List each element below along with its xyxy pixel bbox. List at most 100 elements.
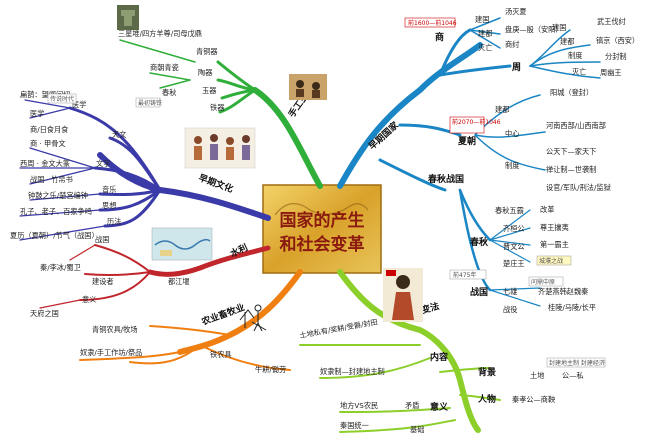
shang-name: 商 bbox=[435, 31, 444, 43]
warring-note-box bbox=[528, 276, 564, 287]
center-node[interactable]: 国家的产生 和社会变革 bbox=[262, 184, 382, 274]
culture-writing: 文字 bbox=[96, 159, 110, 168]
culture-scene-image bbox=[184, 127, 256, 169]
zhou-system-label: 制度 bbox=[568, 51, 582, 60]
spring-detail-4: 城濮之战 bbox=[539, 257, 563, 265]
center-title-line2: 和社会变革 bbox=[280, 234, 365, 255]
agriculture-item-1: 青铜农具/牧场 bbox=[92, 325, 138, 334]
culture-writing-detail-3: 战国 · 竹帛书 bbox=[30, 175, 73, 184]
spring-detail-4-box bbox=[536, 255, 572, 266]
handicraft-bronze: 青铜器 bbox=[196, 47, 218, 56]
shang-dates-box bbox=[404, 17, 456, 28]
shang-fall: 商纣 bbox=[505, 40, 519, 49]
warring-item-battles: 战役 bbox=[503, 305, 517, 314]
shang-fall-label: 灭亡 bbox=[478, 43, 492, 52]
shang-yang-content-2: 奴隶制—封建地主制 bbox=[320, 367, 385, 376]
shang-yang-content-1: 土地私有/奖耕/受爵/封田 bbox=[299, 317, 379, 340]
center-title-line1: 国家的产生 bbox=[280, 210, 365, 231]
branch-culture[interactable] bbox=[19, 99, 271, 241]
xia-system-3: 设官/军队/刑法/监狱 bbox=[546, 183, 611, 192]
warring-label: 战国 bbox=[470, 286, 488, 298]
culture-music-detail: 钟鼓之乐/楚宫编钟 bbox=[28, 191, 88, 200]
plowing-image bbox=[239, 304, 267, 332]
shang-yang-meaning-4: 基础 bbox=[410, 425, 424, 434]
spring-item-1: 春秋五霸 bbox=[495, 206, 524, 215]
spring-detail-1: 改革 bbox=[540, 205, 554, 214]
agriculture-item-3: 铁农具 bbox=[210, 350, 232, 359]
spring-item-4: 楚庄王 bbox=[503, 259, 525, 268]
handicraft-pottery-detail: 商朝青瓷 bbox=[150, 63, 179, 72]
culture-note: 传说时代 bbox=[50, 95, 74, 103]
xia-center: 河南西部/山西南部 bbox=[546, 121, 606, 130]
zhou-system: 分封制 bbox=[605, 52, 627, 61]
shang-yang-person-label: 人物 bbox=[477, 393, 496, 405]
shang-yang-meaning-label: 意义 bbox=[430, 401, 449, 413]
xia-dates: 前2070—前1046 bbox=[452, 118, 501, 126]
irrigation-item: 都江堰 bbox=[168, 277, 190, 286]
spring-label: 春秋 bbox=[469, 236, 489, 248]
shang-yang-note: 封建地主制 封建经济 bbox=[549, 359, 605, 367]
shang-dates: 前1600—前1046 bbox=[408, 19, 457, 27]
culture-calendar: 历法 bbox=[107, 217, 121, 226]
xia-name: 夏朝 bbox=[457, 135, 476, 147]
culture-astronomy-detail: 商/日食月食 bbox=[30, 125, 68, 134]
handicraft-bronze-detail: 三星堆/四方羊尊/司母戊鼎 bbox=[118, 29, 202, 38]
warring-boundary: 前475年 bbox=[453, 271, 476, 279]
spring-item-2: 齐桓公 bbox=[503, 224, 525, 233]
xia-system-2: 禅让制—世袭制 bbox=[546, 165, 596, 174]
spring-detail-3: 第一霸主 bbox=[540, 240, 569, 249]
culture-music: 音乐 bbox=[102, 185, 116, 194]
xia-dates-box bbox=[449, 116, 485, 134]
culture-medicine-detail-2: 医学 bbox=[30, 109, 44, 118]
shang-yang-person: 秦孝公—商鞅 bbox=[512, 395, 555, 404]
culture-thought: 思想 bbox=[102, 201, 116, 210]
agriculture-item-2: 奴隶/手工作坊/祭品 bbox=[80, 348, 142, 357]
xia-system-label: 制度 bbox=[505, 161, 519, 170]
spring-detail-2: 尊王攘夷 bbox=[540, 223, 569, 232]
shang-yang-meaning-3: 秦国统一 bbox=[340, 421, 369, 430]
shang-yang-portrait-image bbox=[383, 268, 423, 322]
branch-shang-yang[interactable] bbox=[299, 269, 501, 433]
branch-irrigation[interactable] bbox=[39, 244, 271, 309]
shang-yang-background-label: 背景 bbox=[478, 366, 496, 378]
shang-yang-meaning-2: 矛盾 bbox=[405, 401, 419, 410]
culture-astronomy: 天文 bbox=[112, 130, 126, 139]
shang-founding-label: 建国 bbox=[475, 15, 489, 24]
shang-yang-background-2: 公—私 bbox=[562, 371, 584, 380]
shang-capital-label: 建都 bbox=[478, 29, 492, 38]
zhou-fall: 周幽王 bbox=[600, 68, 622, 77]
shang-founding: 汤灭夏 bbox=[505, 7, 527, 16]
branch-early-state[interactable] bbox=[337, 17, 601, 307]
spring-item-3: 晋文公 bbox=[503, 242, 525, 251]
branch-handicraft[interactable] bbox=[119, 39, 323, 189]
agriculture-item-4: 牛耕/锄劳 bbox=[255, 365, 286, 374]
warring-name: 春秋战国 bbox=[427, 173, 464, 185]
warring-battles: 桂陵/马陵/长平 bbox=[548, 303, 596, 312]
culture-thought-detail: 孔子、老子、百家争鸣 bbox=[20, 207, 92, 216]
xia-capital-label: 建都 bbox=[495, 105, 509, 114]
bronze-artifact-image bbox=[117, 5, 139, 30]
handicraft-scene-image bbox=[289, 74, 327, 100]
warring-note: 问鼎中原 bbox=[531, 278, 555, 286]
warring-seven: 齐楚燕韩赵魏秦 bbox=[538, 287, 588, 296]
shang-yang-background-1: 土地 bbox=[530, 371, 544, 380]
zhou-capital-label: 建都 bbox=[560, 37, 574, 46]
shang-capital: 盘庚—殷（安阳） bbox=[505, 25, 563, 34]
irrigation-detail-2: 秦/李冰/蜀卫 bbox=[40, 263, 81, 272]
handicraft-jade: 玉器 bbox=[202, 86, 216, 95]
shang-yang-meaning-1: 地方VS农民 bbox=[340, 401, 378, 410]
branch-agriculture[interactable] bbox=[79, 269, 303, 371]
xia-center-label: 中心 bbox=[505, 129, 519, 138]
branch-agriculture-label: 农业畜牧业 bbox=[199, 301, 246, 328]
shang-yang-content-label: 内容 bbox=[430, 351, 448, 363]
handicraft-pottery: 陶器 bbox=[198, 68, 212, 77]
culture-writing-detail-1: 商 · 甲骨文 bbox=[30, 139, 66, 148]
warring-item-seven: 七雄 bbox=[503, 287, 517, 296]
culture-calendar-detail: 夏历（夏朝）/节气（战国） bbox=[10, 231, 99, 240]
irrigation-detail-5: 意义 bbox=[82, 295, 96, 304]
zhou-fall-label: 灭亡 bbox=[572, 67, 586, 76]
culture-medicine: 医学 bbox=[72, 100, 86, 109]
branch-culture-label: 早期文化 bbox=[197, 172, 235, 196]
